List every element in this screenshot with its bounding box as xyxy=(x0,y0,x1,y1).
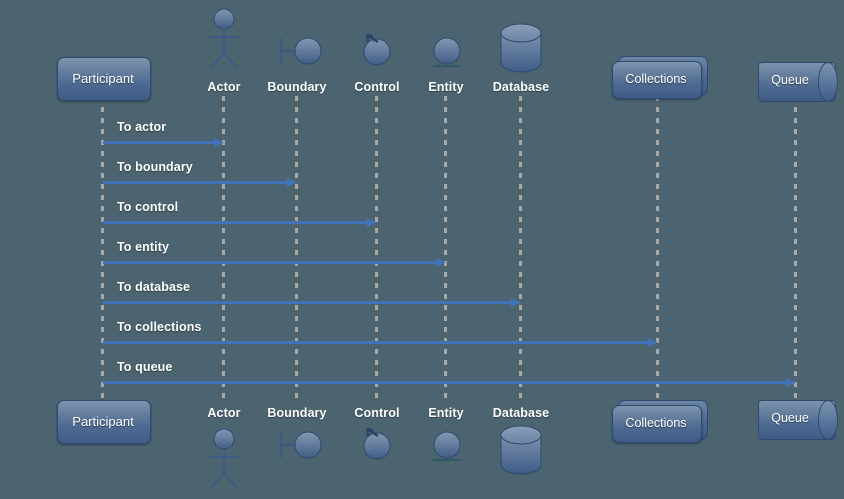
control-icon[interactable] xyxy=(358,424,396,468)
message-label-to-entity: To entity xyxy=(117,240,170,254)
stick-figure-icon[interactable] xyxy=(202,8,246,70)
lifeline-boundary xyxy=(295,96,298,404)
message-arrow-to-boundary[interactable] xyxy=(103,177,297,188)
message-arrow-to-actor[interactable] xyxy=(103,137,224,148)
database-label-top: Database xyxy=(492,80,550,94)
control-icon[interactable] xyxy=(358,30,396,74)
message-arrow-to-control[interactable] xyxy=(103,217,377,228)
message-arrow-to-queue[interactable] xyxy=(103,377,796,388)
database-cylinder-icon[interactable] xyxy=(498,424,544,478)
participant-label-bottom: Participant xyxy=(72,414,134,429)
collections-box-top[interactable] xyxy=(612,61,702,99)
message-arrow-to-database[interactable] xyxy=(103,297,521,308)
message-label-to-collections: To collections xyxy=(117,320,202,334)
entity-icon[interactable] xyxy=(428,428,466,468)
queue-cap-bottom xyxy=(818,400,838,440)
lifeline-control xyxy=(375,96,378,404)
control-label-bottom: Control xyxy=(354,406,400,420)
boundary-label-bottom: Boundary xyxy=(267,406,327,420)
boundary-icon[interactable] xyxy=(275,30,323,74)
message-label-to-control: To control xyxy=(117,200,179,214)
message-label-to-database: To database xyxy=(117,280,191,294)
database-cylinder-icon[interactable] xyxy=(498,22,544,76)
lifeline-queue xyxy=(794,96,797,404)
participant-label-top: Participant xyxy=(72,71,134,86)
collections-box-bottom[interactable] xyxy=(612,405,702,443)
participant-box-top[interactable] xyxy=(57,57,151,101)
lifeline-participant xyxy=(101,96,104,404)
message-label-to-actor: To actor xyxy=(117,120,167,134)
entity-label-bottom: Entity xyxy=(428,406,464,420)
message-label-to-queue: To queue xyxy=(117,360,173,374)
entity-icon[interactable] xyxy=(428,34,466,74)
message-arrow-to-collections[interactable] xyxy=(103,337,658,348)
queue-cap-top xyxy=(818,62,838,102)
database-label-bottom: Database xyxy=(492,406,550,420)
lifeline-actor xyxy=(222,96,225,404)
queue-label-top: Queue xyxy=(771,73,809,87)
message-label-to-boundary: To boundary xyxy=(117,160,193,174)
lifeline-database xyxy=(519,96,522,404)
actor-label-bottom: Actor xyxy=(207,406,241,420)
boundary-icon[interactable] xyxy=(275,424,323,468)
participant-box-bottom[interactable] xyxy=(57,400,151,444)
entity-label-top: Entity xyxy=(428,80,464,94)
queue-label-bottom: Queue xyxy=(771,411,809,425)
message-arrow-to-entity[interactable] xyxy=(103,257,446,268)
collections-label-bottom: Collections xyxy=(625,416,687,430)
lifeline-collections xyxy=(656,96,659,404)
collections-label-top: Collections xyxy=(625,72,687,86)
boundary-label-top: Boundary xyxy=(267,80,327,94)
actor-label-top: Actor xyxy=(207,80,241,94)
stick-figure-icon[interactable] xyxy=(202,428,246,490)
lifeline-entity xyxy=(444,96,447,404)
control-label-top: Control xyxy=(354,80,400,94)
